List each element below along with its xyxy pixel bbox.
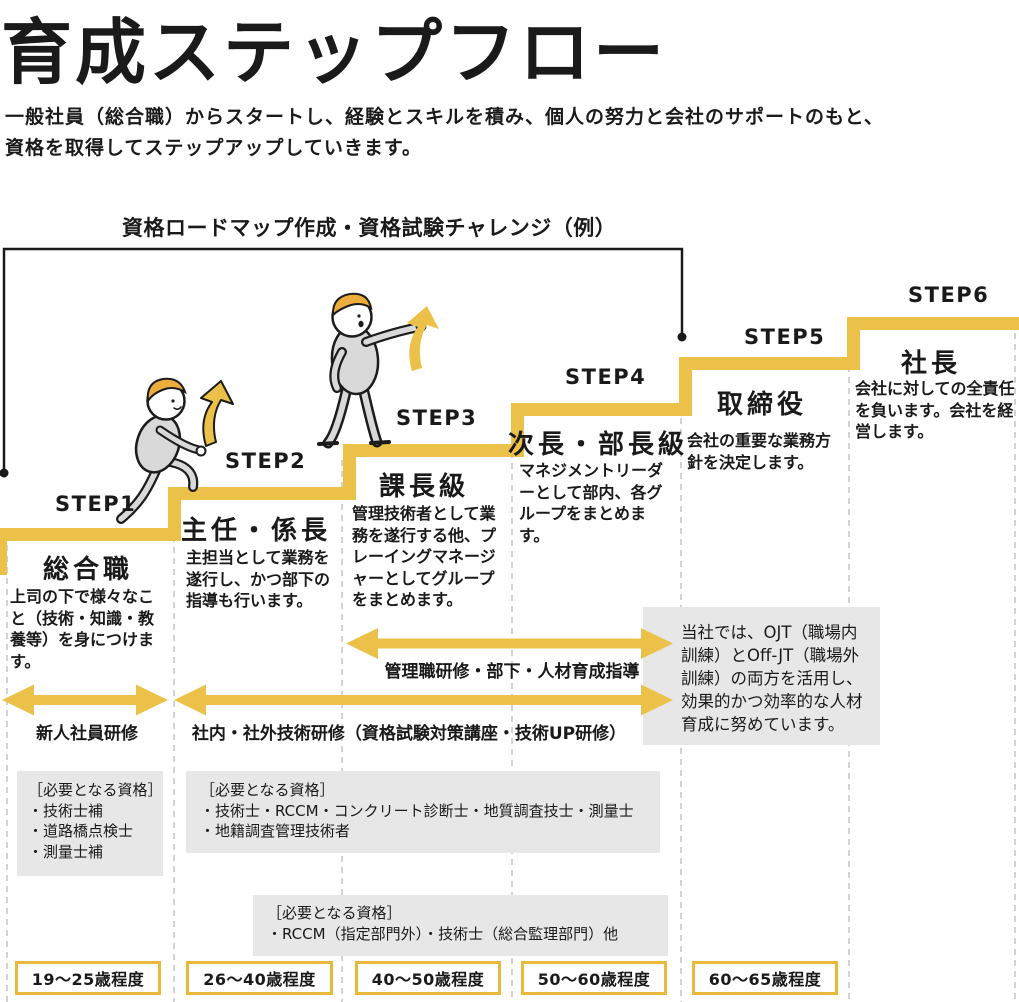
step6-role: 社長: [900, 349, 961, 379]
qualification-box-step4: ［必要となる資格］ ・RCCM（指定部門外）・技術士（総合監理部門）他: [253, 895, 668, 956]
qualification-item: ・道路橋点検士: [28, 822, 134, 840]
step4-role: 次長・部長級: [508, 430, 689, 460]
up-arrow-icon: [200, 380, 234, 447]
subtitle-line-1: 一般社員（総合職）からスタートし、経験とスキルを積み、個人の努力と会社のサポート…: [5, 106, 884, 128]
technical-training-arrow: [174, 684, 673, 716]
step1-role: 総合職: [42, 555, 133, 585]
page-subtitle: 一般社員（総合職）からスタートし、経験とスキルを積み、個人の努力と会社のサポート…: [5, 102, 884, 164]
staircase-shape: [0, 317, 1019, 575]
step1-description: 上司の下で様々なこと（技術・知識・教養等）を身につけます。: [10, 587, 155, 671]
age-range-box-step2: 26〜40歳程度: [186, 961, 333, 995]
person-hair: [146, 377, 187, 404]
technical-training-label: 社内・社外技術研修（資格試験対策講座・技術UP研修）: [191, 724, 627, 744]
step2-description: 主担当として業務を遂行し、かつ部下の指導も行います。: [186, 548, 331, 610]
roadmap-label: 資格ロードマップ作成・資格試験チャレンジ（例）: [122, 216, 617, 240]
age-range-box-step4: 50〜60歳程度: [521, 961, 667, 995]
management-training-label: 管理職研修・部下・人材育成指導: [384, 662, 640, 682]
step3-description: 管理技術者として業務を遂行する他、プレーイングマネージャーとしてグループをまとめ…: [352, 504, 497, 609]
pointing-person-illustration: [317, 292, 427, 449]
age-range-box-step3: 40〜50歳程度: [355, 961, 501, 995]
bracket-end-dot-right: [677, 332, 687, 342]
step4-description: マネジメントリーダーとして部内、各グループをまとめます。: [519, 461, 664, 545]
step6-description: 会社に対しての全責任を負います。会社を経営します。: [855, 379, 1015, 441]
step4-label: STEP4: [565, 365, 647, 389]
qualification-box-step1: ［必要となる資格］ ・技術士補 ・道路橋点検士 ・測量士補: [17, 771, 163, 876]
step3-role: 課長級: [378, 472, 469, 502]
qualification-item: ・技術士・RCCM・コンクリート診断士・地質調査技士・測量士: [200, 801, 634, 820]
up-arrow-icon: [407, 306, 439, 371]
qualification-heading: ［必要となる資格］: [200, 781, 335, 799]
age-range-box-step1: 19〜25歳程度: [15, 961, 161, 995]
step2-label: STEP2: [225, 449, 307, 473]
subtitle-line-2: 資格を取得してステップアップしていきます。: [5, 137, 422, 159]
person-hair: [331, 292, 373, 318]
step1-label: STEP1: [55, 492, 137, 516]
step2-role: 主任・係長: [180, 516, 331, 546]
management-training-arrow: [346, 628, 673, 659]
step6-label: STEP6: [908, 283, 990, 307]
step5-description: 会社の重要な業務方針を決定します。: [687, 431, 832, 472]
age-range-box-step5: 60〜65歳程度: [692, 961, 838, 995]
climbing-person-illustration: [116, 377, 207, 524]
newcomer-training-arrow: [2, 684, 168, 716]
qualification-item: ・測量士補: [28, 842, 104, 861]
qualification-heading: ［必要となる資格］: [28, 781, 163, 799]
ojt-note-text: 当社では、OJT（職場内訓練）とOff-JT（職場外訓練）の両方を活用し、効果的…: [681, 623, 863, 734]
page-title: 育成ステップフロー: [1, 11, 668, 94]
step5-label: STEP5: [744, 325, 826, 349]
qualification-item: ・RCCM（指定部門外）・技術士（総合監理部門）他: [267, 924, 619, 943]
bracket-end-dot-left: [0, 468, 9, 478]
newcomer-training-label: 新人社員研修: [36, 724, 138, 744]
roadmap-bracket-line: [2, 247, 684, 473]
qualification-item: ・技術士補: [28, 801, 104, 820]
step3-label: STEP3: [396, 406, 478, 430]
qualification-box-step2: ［必要となる資格］ ・技術士・RCCM・コンクリート診断士・地質調査技士・測量士…: [186, 771, 660, 853]
ojt-note-box: 当社では、OJT（職場内訓練）とOff-JT（職場外訓練）の両方を活用し、効果的…: [643, 607, 880, 745]
qualification-item: ・地籍調査管理技術者: [200, 822, 351, 840]
step5-role: 取締役: [716, 390, 807, 420]
qualification-heading: ［必要となる資格］: [267, 904, 402, 922]
